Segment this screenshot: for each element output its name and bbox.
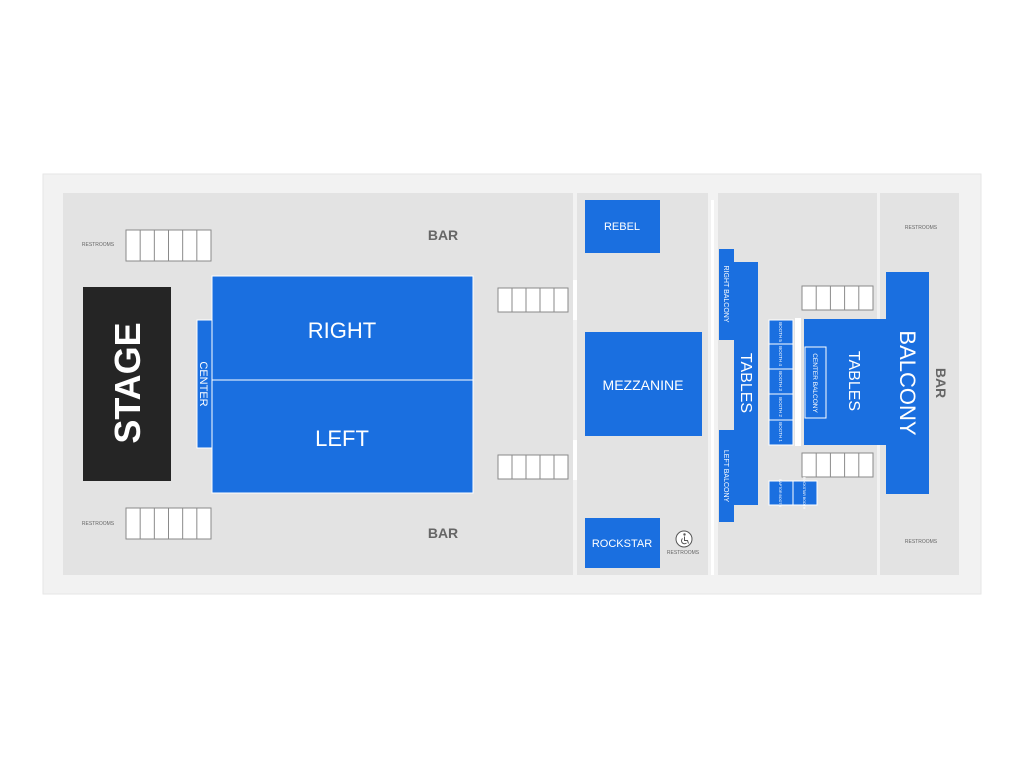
section-rebel-label: REBEL <box>604 221 640 233</box>
divider <box>573 280 577 320</box>
stage-label: STAGE <box>107 322 148 443</box>
divider <box>573 440 577 480</box>
section-small-booth-a[interactable]: RAPTOR BOOTH <box>768 479 794 507</box>
divider <box>795 318 801 446</box>
section-mezzanine[interactable]: MEZZANINE <box>585 332 702 436</box>
section-left-balcony[interactable]: LEFT BALCONY <box>719 430 734 522</box>
section-right-label: RIGHT <box>308 318 376 343</box>
section-center-label: CENTER <box>197 361 209 406</box>
restrooms-label: RESTROOMS <box>905 225 938 231</box>
section-booth-5[interactable]: BOOTH 5 <box>768 319 794 345</box>
section-rockstar[interactable]: ROCKSTAR <box>585 518 660 568</box>
section-rockstar-label: ROCKSTAR <box>592 538 652 550</box>
stairs-icon <box>125 229 212 262</box>
stairs-icon <box>125 507 212 540</box>
section-booth-4[interactable]: BOOTH 4 <box>768 343 794 370</box>
restrooms-label: RESTROOMS <box>667 550 700 556</box>
bar-label-right: BAR <box>933 368 949 398</box>
section-booth-4-label: BOOTH 4 <box>778 346 783 366</box>
section-right-balcony[interactable]: RIGHT BALCONY <box>719 249 734 340</box>
restrooms-label: RESTROOMS <box>82 242 115 248</box>
section-left[interactable]: LEFT <box>211 379 474 494</box>
wheelchair-icon <box>675 530 693 548</box>
section-booth-2-label: BOOTH 2 <box>778 397 783 417</box>
section-booth-2[interactable]: BOOTH 2 <box>768 393 794 421</box>
section-booth-5-label: BOOTH 5 <box>778 322 783 342</box>
section-right[interactable]: RIGHT <box>211 275 474 381</box>
stairs-icon <box>801 285 874 311</box>
section-mezzanine-label: MEZZANINE <box>603 377 684 393</box>
section-booth-1[interactable]: BOOTH 1 <box>768 419 794 446</box>
bar-label-bottom: BAR <box>428 525 458 541</box>
section-center[interactable]: CENTER <box>196 319 213 449</box>
section-balcony-label: BALCONY <box>895 330 920 435</box>
restrooms-label: RESTROOMS <box>82 521 115 527</box>
section-small-booth-b[interactable]: ROCKSTAR BOOTH <box>792 477 818 510</box>
restrooms-label: RESTROOMS <box>905 539 938 545</box>
section-right-balcony-label: RIGHT BALCONY <box>722 265 729 322</box>
section-balcony[interactable]: BALCONY <box>886 272 929 494</box>
section-small-booth-a-label: RAPTOR BOOTH <box>778 479 782 507</box>
section-rebel[interactable]: REBEL <box>585 200 660 253</box>
stage <box>83 287 171 481</box>
section-left-label: LEFT <box>315 426 369 451</box>
section-small-booth-b-label: ROCKSTAR BOOTH <box>802 477 806 510</box>
section-booth-3[interactable]: BOOTH 3 <box>768 368 794 395</box>
stairs-icon <box>497 454 569 480</box>
stairs-icon <box>497 287 569 313</box>
section-tables-right-label: TABLES <box>845 351 862 411</box>
section-booth-3-label: BOOTH 3 <box>778 371 783 391</box>
section-center-balcony[interactable]: CENTER BALCONY <box>804 346 827 419</box>
section-tables-left-label: TABLES <box>737 353 754 413</box>
section-booth-1-label: BOOTH 1 <box>778 422 783 442</box>
stairs-icon <box>801 452 874 478</box>
bar-label-top: BAR <box>428 227 458 243</box>
divider <box>711 200 714 575</box>
section-left-balcony-label: LEFT BALCONY <box>722 450 729 503</box>
section-tables-left[interactable]: TABLES <box>734 262 758 505</box>
section-center-balcony-label: CENTER BALCONY <box>811 353 818 413</box>
